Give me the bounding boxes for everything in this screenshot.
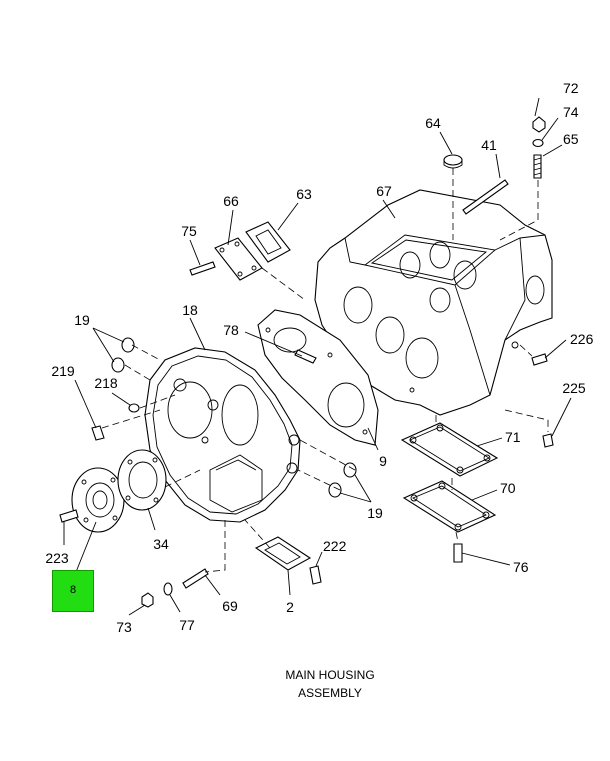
fasteners bbox=[59, 116, 554, 608]
callout-71: 71 bbox=[505, 429, 521, 445]
callout-34: 34 bbox=[153, 536, 169, 552]
inspection-cover-2-part bbox=[254, 536, 312, 571]
callout-73: 73 bbox=[116, 619, 132, 635]
gasket-part bbox=[257, 309, 379, 446]
callout-226: 226 bbox=[570, 331, 594, 347]
gasket-34-part bbox=[117, 449, 167, 511]
callout-19-lower: 19 bbox=[367, 505, 383, 521]
callout-222: 222 bbox=[323, 538, 347, 554]
highlighted-callout-label: 8 bbox=[69, 584, 77, 596]
cover-63-part bbox=[245, 221, 291, 263]
callout-67: 67 bbox=[376, 183, 392, 199]
callout-9: 9 bbox=[379, 453, 387, 469]
callout-2: 2 bbox=[286, 599, 294, 615]
front-housing-part bbox=[144, 347, 301, 523]
main-housing-part bbox=[314, 189, 553, 416]
callout-64: 64 bbox=[425, 115, 441, 131]
callout-65: 65 bbox=[563, 131, 579, 147]
cover-plate-70-part bbox=[402, 480, 497, 533]
callout-18: 18 bbox=[182, 302, 198, 318]
callout-75: 75 bbox=[181, 223, 197, 239]
callout-218: 218 bbox=[94, 375, 118, 391]
caption-line-1: MAIN HOUSING bbox=[285, 668, 375, 682]
callout-69: 69 bbox=[222, 598, 238, 614]
callout-77: 77 bbox=[179, 617, 195, 633]
callout-225: 225 bbox=[562, 380, 586, 396]
callout-76: 76 bbox=[513, 559, 529, 575]
callout-70: 70 bbox=[500, 480, 516, 496]
callout-66: 66 bbox=[223, 193, 239, 209]
bearing-cap-8-part bbox=[71, 467, 125, 533]
leader-lines bbox=[63, 97, 572, 616]
callout-72: 72 bbox=[563, 80, 579, 96]
callout-63: 63 bbox=[296, 186, 312, 202]
callout-41: 41 bbox=[481, 137, 497, 153]
callout-labels: 72 74 64 41 65 66 63 67 75 18 19 78 226 … bbox=[45, 80, 593, 635]
callout-219: 219 bbox=[51, 363, 75, 379]
highlighted-callout-8[interactable]: 8 bbox=[52, 570, 94, 612]
caption-line-2: ASSEMBLY bbox=[298, 686, 362, 700]
cover-gasket-71-part bbox=[400, 422, 499, 477]
callout-78: 78 bbox=[223, 322, 239, 338]
callout-19-upper: 19 bbox=[74, 312, 90, 328]
callout-74: 74 bbox=[563, 104, 579, 120]
callout-223: 223 bbox=[45, 550, 69, 566]
alignment-lines bbox=[101, 168, 549, 573]
